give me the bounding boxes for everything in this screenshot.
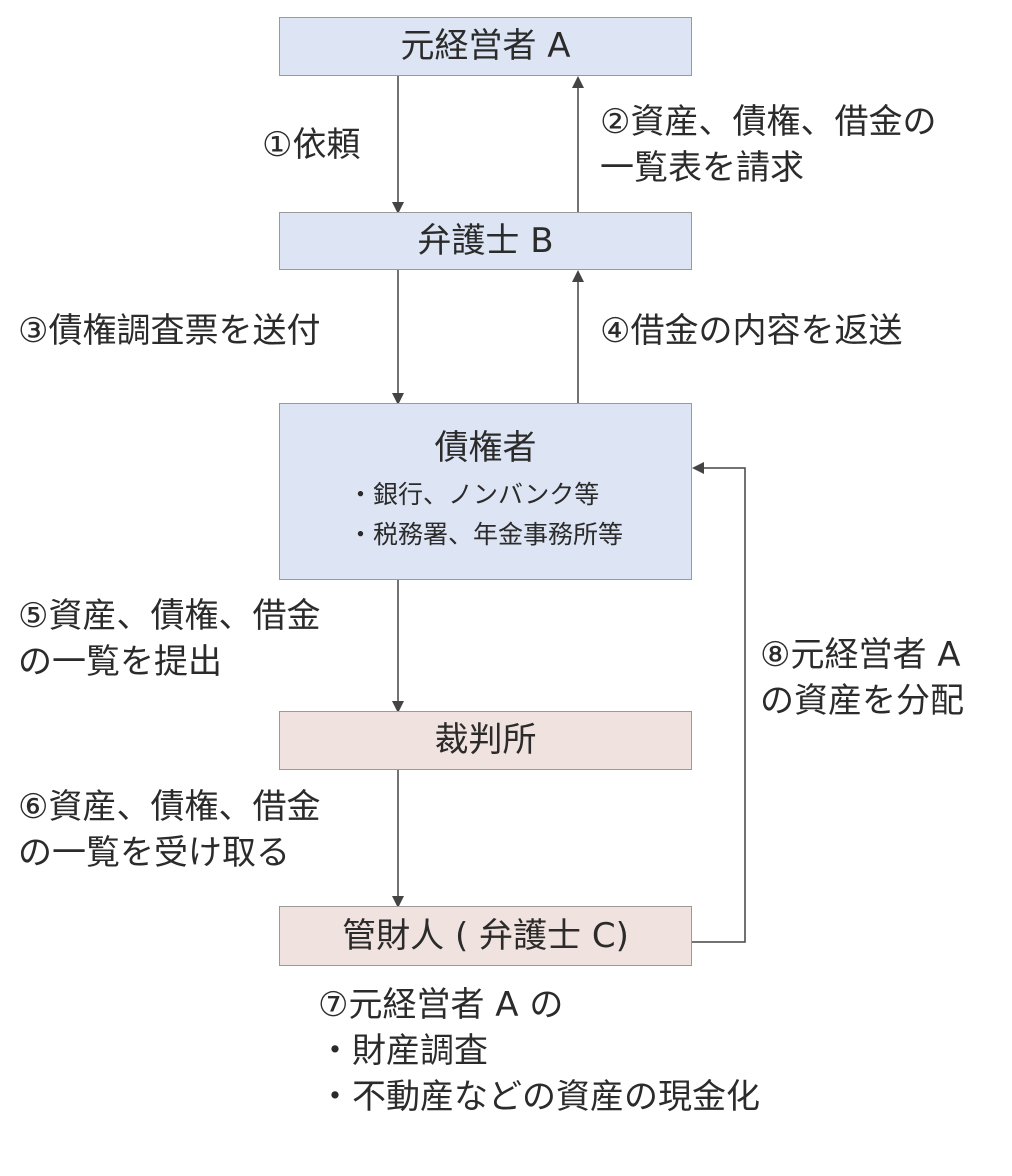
creditors-list: ・銀行、ノンバンク等 ・税務署、年金事務所等 bbox=[348, 475, 623, 555]
step-6-label: ⑥資産、債権、借金 の一覧を受け取る bbox=[18, 787, 321, 873]
node-trustee-label: 管財人 ( 弁護士 C) bbox=[342, 915, 629, 956]
step-4-label: ④借金の内容を返送 bbox=[600, 311, 903, 351]
node-creditors-title: 債権者 bbox=[434, 428, 537, 469]
creditors-item-tax-office: ・税務署、年金事務所等 bbox=[347, 519, 623, 549]
creditors-item-banks: ・銀行、ノンバンク等 bbox=[347, 479, 600, 509]
step-5-label: ⑤資産、債権、借金 の一覧を提出 bbox=[18, 596, 321, 682]
step-2-label: ②資産、債権、借金の 一覧表を請求 bbox=[600, 102, 937, 188]
node-creditors: 債権者 ・銀行、ノンバンク等 ・税務署、年金事務所等 bbox=[279, 403, 692, 580]
node-lawyer-b-label: 弁護士 B bbox=[417, 220, 554, 261]
step-7-label: ⑦元経営者 A の ・財産調査 ・不動産などの資産の現金化 bbox=[318, 985, 760, 1117]
node-former-manager: 元経営者 A bbox=[279, 17, 692, 76]
node-court: 裁判所 bbox=[279, 711, 692, 770]
node-trustee: 管財人 ( 弁護士 C) bbox=[279, 906, 692, 966]
step-3-label: ③債権調査票を送付 bbox=[18, 311, 321, 351]
node-lawyer-b: 弁護士 B bbox=[279, 212, 692, 270]
step-1-label: ①依頼 bbox=[262, 125, 361, 165]
node-former-manager-label: 元経営者 A bbox=[400, 26, 571, 67]
arrow-step-8 bbox=[692, 462, 746, 943]
step-8-label: ⑧元経営者 A の資産を分配 bbox=[760, 635, 964, 721]
node-court-label: 裁判所 bbox=[434, 720, 537, 761]
